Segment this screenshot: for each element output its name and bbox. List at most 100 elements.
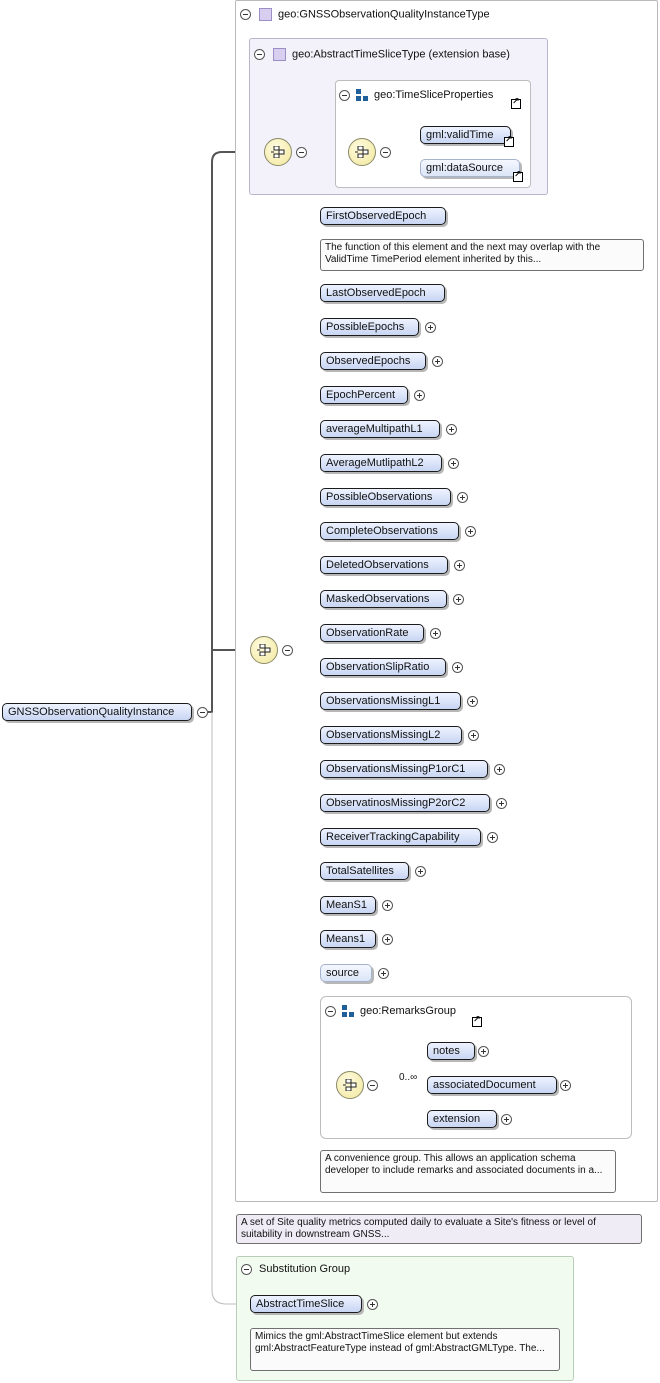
element-label: FirstObservedEpoch (326, 210, 427, 222)
collapse-icon[interactable] (254, 49, 265, 60)
type-header[interactable]: geo:GNSSObservationQualityInstanceType (240, 8, 490, 21)
element-epoch-percent[interactable]: EpochPercent (320, 386, 408, 404)
element-source[interactable]: source (320, 964, 372, 982)
collapse-icon[interactable] (325, 1005, 336, 1017)
sequence-icon[interactable] (264, 138, 292, 166)
element-masked-observations[interactable]: MaskedObservations (320, 590, 447, 608)
expand-icon[interactable] (430, 628, 441, 639)
element-average-multipath-l1[interactable]: averageMultipathL1 (320, 420, 440, 438)
base-type-header[interactable]: geo:AbstractTimeSliceType (extension bas… (254, 48, 510, 61)
sequence-icon[interactable] (250, 636, 278, 664)
element-label: ReceiverTrackingCapability (326, 831, 460, 843)
expand-icon[interactable] (453, 594, 464, 605)
remarks-group-title: geo:RemarksGroup (360, 1005, 456, 1017)
element-label: source (326, 967, 360, 979)
expand-icon[interactable] (468, 730, 479, 741)
element-label: ObservationsMissingP1orC1 (326, 763, 466, 775)
element-label: gml:validTime (426, 129, 494, 141)
expand-icon[interactable] (378, 968, 389, 979)
expand-icon[interactable] (415, 866, 426, 877)
link-icon[interactable] (511, 97, 521, 109)
element-complete-observations[interactable]: CompleteObservations (320, 522, 459, 540)
collapse-icon[interactable] (282, 645, 293, 656)
expand-icon[interactable] (454, 560, 465, 571)
element-label: MaskedObservations (326, 593, 430, 605)
element-notes[interactable]: notes (427, 1042, 475, 1060)
element-extension[interactable]: extension (427, 1110, 497, 1128)
expand-icon[interactable] (465, 526, 476, 537)
element-label: DeletedObservations (326, 559, 429, 571)
expand-icon[interactable] (478, 1046, 489, 1057)
remarks-group-header[interactable]: geo:RemarksGroup (325, 1005, 456, 1018)
expand-icon[interactable] (457, 492, 468, 503)
collapse-icon[interactable] (197, 707, 208, 718)
element-first-observed-epoch[interactable]: FirstObservedEpoch (320, 207, 446, 225)
expand-icon[interactable] (452, 662, 463, 673)
element-label: TotalSatellites (326, 865, 394, 877)
expand-icon[interactable] (467, 696, 478, 707)
base-type-title: geo:AbstractTimeSliceType (extension bas… (292, 48, 510, 61)
link-icon[interactable] (504, 135, 514, 147)
collapse-icon[interactable] (240, 9, 251, 20)
expand-icon[interactable] (432, 356, 443, 367)
expand-icon[interactable] (494, 764, 505, 775)
element-observation-rate[interactable]: ObservationRate (320, 624, 424, 642)
annotation-text: The function of this element and the nex… (325, 242, 601, 265)
collapse-icon[interactable] (367, 1080, 378, 1091)
time-slice-group-header[interactable]: geo:TimeSliceProperties (339, 89, 493, 102)
expand-icon[interactable] (560, 1080, 571, 1091)
element-label: MeanS1 (326, 899, 367, 911)
annotation-remarks: A convenience group. This allows an appl… (320, 1150, 616, 1193)
substitution-group-header[interactable]: Substitution Group (241, 1263, 350, 1275)
element-observations-missing-l1[interactable]: ObservationsMissingL1 (320, 692, 461, 710)
link-icon[interactable] (513, 170, 523, 182)
element-label: extension (433, 1113, 481, 1125)
element-possible-observations[interactable]: PossibleObservations (320, 488, 451, 506)
expand-icon[interactable] (382, 900, 393, 911)
expand-icon[interactable] (446, 424, 457, 435)
expand-icon[interactable] (367, 1299, 378, 1310)
expand-icon[interactable] (501, 1114, 512, 1125)
element-deleted-observations[interactable]: DeletedObservations (320, 556, 448, 574)
expand-icon[interactable] (487, 832, 498, 843)
expand-icon[interactable] (496, 798, 507, 809)
type-title: geo:GNSSObservationQualityInstanceType (278, 8, 490, 21)
annotation-type-doc: A set of Site quality metrics computed d… (236, 1214, 642, 1244)
collapse-icon[interactable] (380, 147, 391, 158)
element-associated-document[interactable]: associatedDocument (427, 1076, 557, 1094)
expand-icon[interactable] (425, 322, 436, 333)
expand-icon[interactable] (382, 934, 393, 945)
element-label: LastObservedEpoch (326, 287, 426, 299)
annotation-first-epoch: The function of this element and the nex… (320, 239, 644, 271)
collapse-icon[interactable] (241, 1263, 252, 1275)
element-mean-s1[interactable]: MeanS1 (320, 896, 376, 914)
element-label: ObservationsMissingL1 (326, 695, 441, 707)
element-possible-epochs[interactable]: PossibleEpochs (320, 318, 419, 336)
element-label: ObservatinosMissingP2orC2 (326, 797, 466, 809)
element-data-source[interactable]: gml:dataSource (420, 159, 520, 177)
element-observations-missing-p1orc1[interactable]: ObservationsMissingP1orC1 (320, 760, 488, 778)
root-element[interactable]: GNSSObservationQualityInstance (2, 703, 192, 721)
element-valid-time[interactable]: gml:validTime (420, 126, 511, 144)
element-receiver-tracking-capability[interactable]: ReceiverTrackingCapability (320, 828, 481, 846)
element-average-mutlipath-l2[interactable]: AverageMutlipathL2 (320, 454, 442, 472)
collapse-icon[interactable] (339, 89, 350, 101)
element-observed-epochs[interactable]: ObservedEpochs (320, 352, 426, 370)
element-total-satellites[interactable]: TotalSatellites (320, 862, 409, 880)
link-icon[interactable] (472, 1015, 482, 1027)
element-last-observed-epoch[interactable]: LastObservedEpoch (320, 284, 445, 302)
element-abstract-time-slice[interactable]: AbstractTimeSlice (250, 1295, 362, 1313)
element-label: PossibleEpochs (326, 321, 405, 333)
element-observatinos-missing-p2orc2[interactable]: ObservatinosMissingP2orC2 (320, 794, 490, 812)
sequence-icon[interactable] (336, 1071, 364, 1099)
sequence-icon[interactable] (348, 138, 376, 166)
element-label: averageMultipathL1 (326, 423, 423, 435)
group-icon (356, 89, 368, 102)
collapse-icon[interactable] (296, 147, 307, 158)
element-means1[interactable]: Means1 (320, 930, 376, 948)
expand-icon[interactable] (448, 458, 459, 469)
complex-type-icon (259, 8, 272, 21)
element-observations-missing-l2[interactable]: ObservationsMissingL2 (320, 726, 462, 744)
expand-icon[interactable] (414, 390, 425, 401)
element-observation-slip-ratio[interactable]: ObservationSlipRatio (320, 658, 446, 676)
